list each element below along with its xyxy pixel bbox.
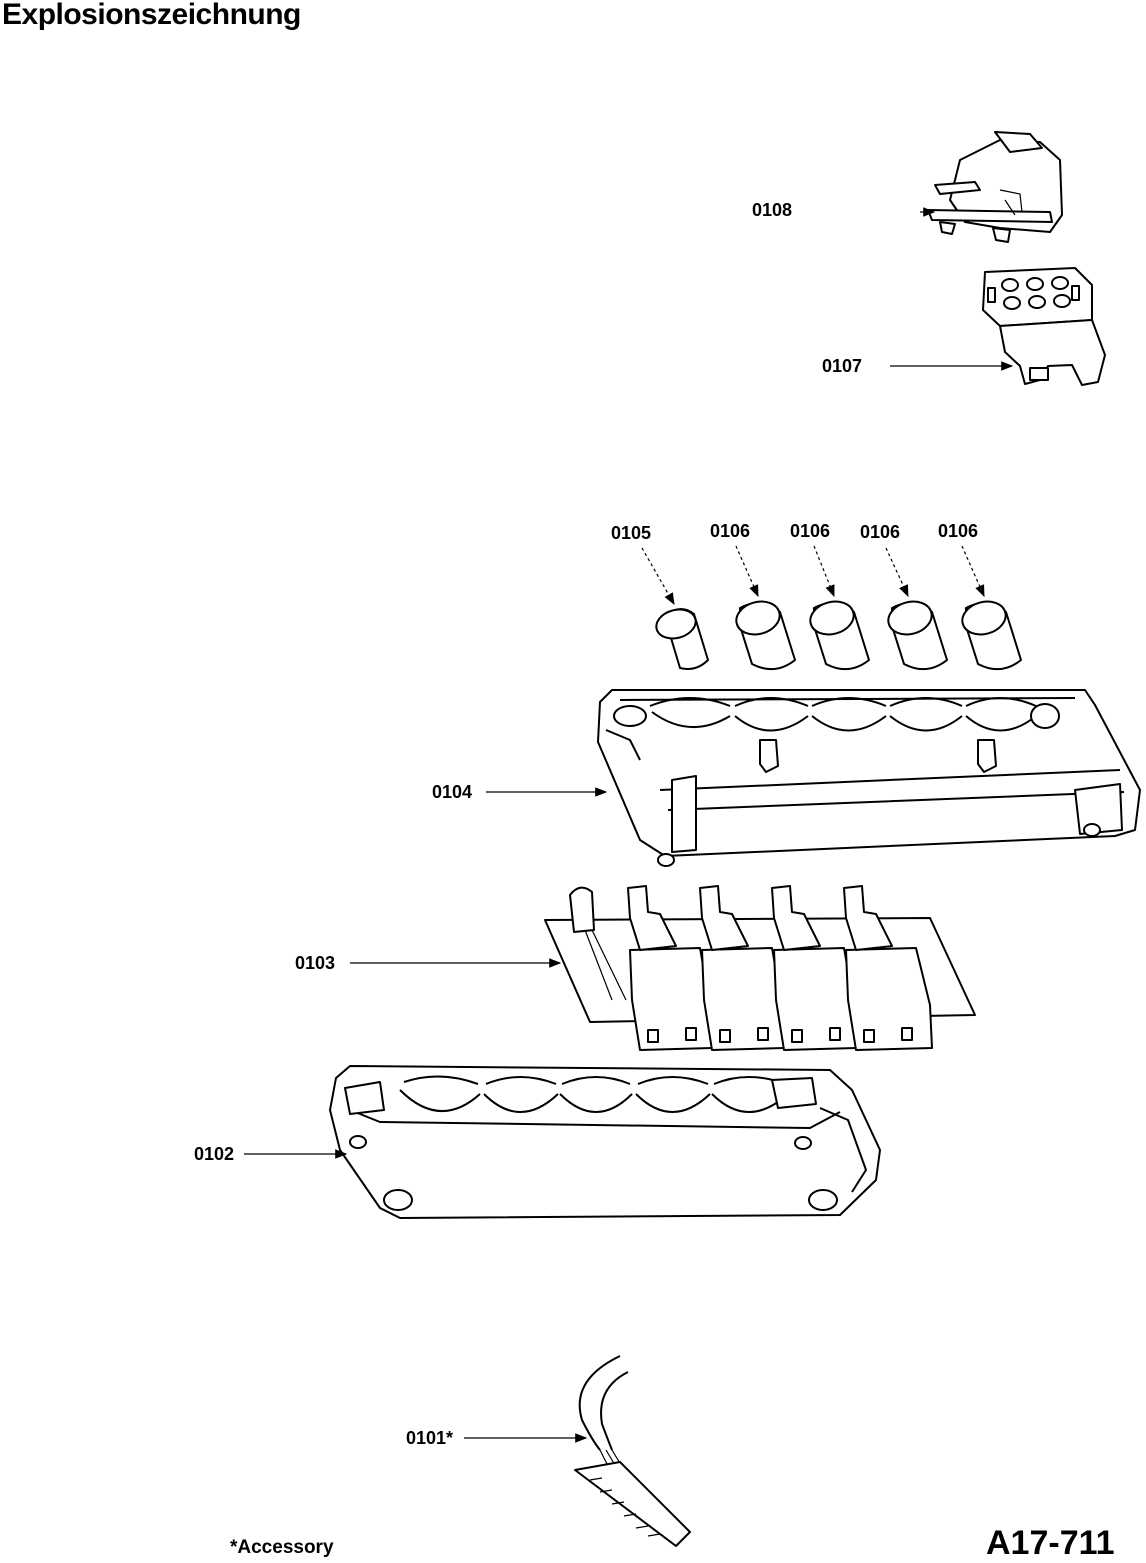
part-0105-button xyxy=(655,608,709,670)
part-0106-button-4 xyxy=(961,600,1022,671)
label-0106-d: 0106 xyxy=(938,521,979,541)
part-0106-button-1 xyxy=(735,600,796,671)
label-0104: 0104 xyxy=(432,782,473,802)
page-title: Explosionszeichnung xyxy=(2,0,301,31)
part-0101-cable-harness xyxy=(574,1355,691,1547)
part-0106-button-3 xyxy=(887,600,948,671)
label-0106-a: 0106 xyxy=(710,521,751,541)
label-0106-c: 0106 xyxy=(860,522,901,542)
part-0107-connector xyxy=(982,267,1106,386)
label-0101: 0101* xyxy=(406,1428,454,1448)
part-0106-button-2 xyxy=(809,600,870,671)
part-0108-clip xyxy=(927,131,1063,243)
part-0103-circuit-board xyxy=(544,885,976,1051)
part-0104-upper-housing xyxy=(597,689,1141,867)
accessory-note: *Accessory xyxy=(230,1537,334,1558)
label-0102: 0102 xyxy=(194,1144,235,1164)
document-number: A17-711 xyxy=(986,1524,1115,1562)
label-0105: 0105 xyxy=(611,523,652,543)
label-0107: 0107 xyxy=(822,356,863,376)
label-0103: 0103 xyxy=(295,953,336,973)
label-0106-b: 0106 xyxy=(790,521,831,541)
part-0102-lower-housing xyxy=(329,1065,881,1219)
label-0108: 0108 xyxy=(752,200,793,220)
